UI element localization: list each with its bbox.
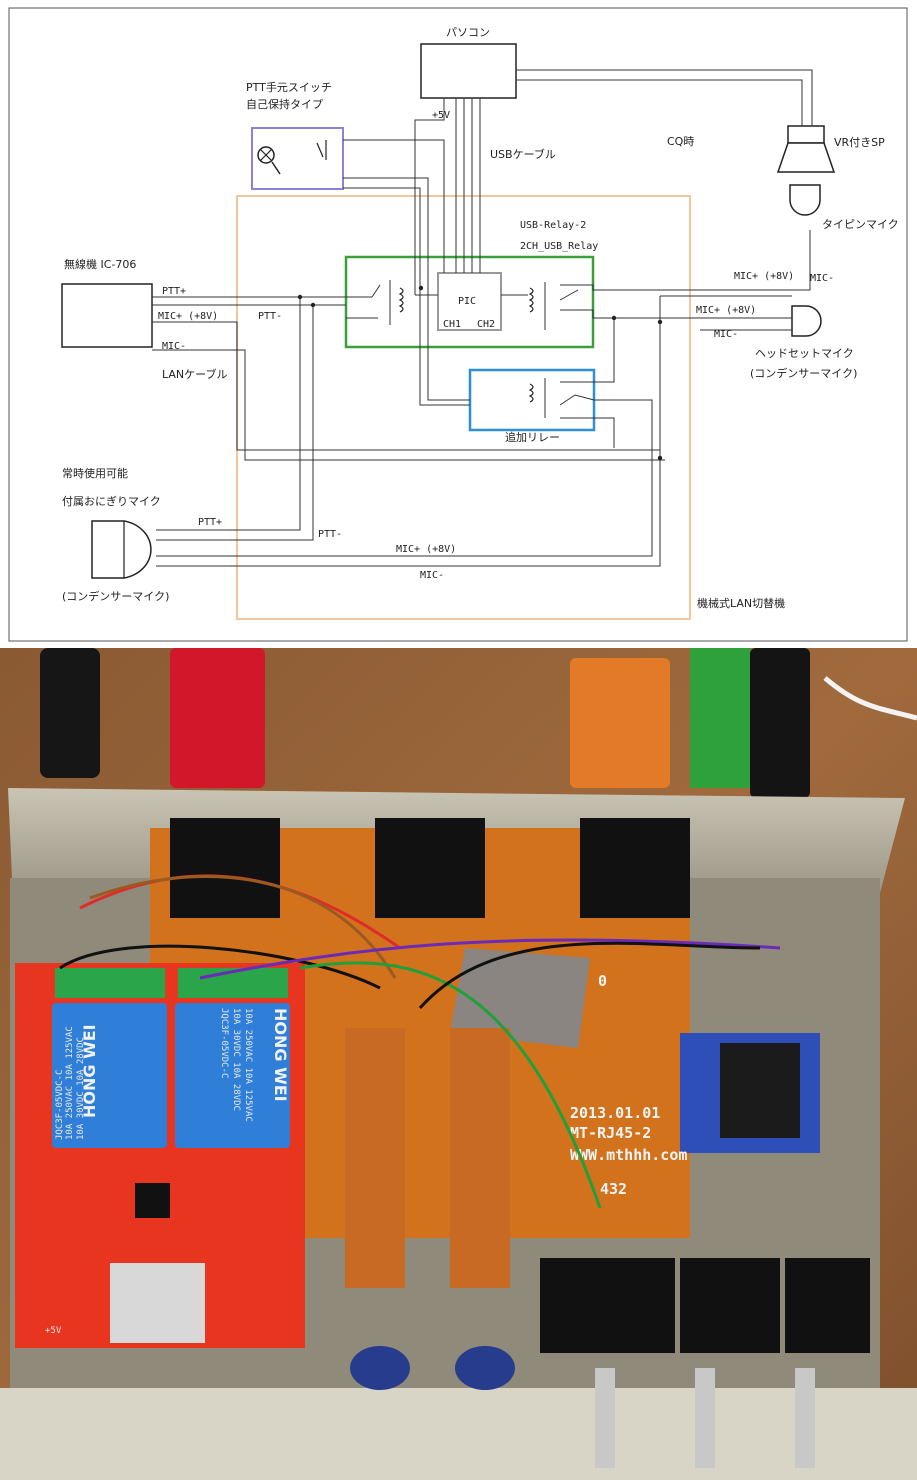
radio-label: 無線機 IC-706 (64, 257, 136, 271)
svg-text:JQC3F-05VDC-C: JQC3F-05VDC-C (55, 1070, 65, 1140)
board-model: MT-RJ45-2 (570, 1124, 651, 1142)
svg-text:10A 250VAC 10A 125VAC: 10A 250VAC 10A 125VAC (65, 1026, 75, 1140)
svg-text:JQC3F-05VDC-C: JQC3F-05VDC-C (219, 1008, 229, 1078)
toggle-lever-2 (695, 1368, 715, 1468)
svg-text:10A 250VAC 10A 125VAC: 10A 250VAC 10A 125VAC (243, 1008, 253, 1122)
vr-speaker-label: VR付きSP (834, 136, 885, 149)
radio-box (61, 283, 153, 348)
mic-plus-label: MIC+ (+8V) (158, 311, 218, 322)
gray-tape (450, 948, 590, 1048)
green-plug (690, 648, 750, 788)
usb-relay-label-2: 2CH_USB_Relay (520, 241, 598, 252)
ptt-minus-bottom: PTT- (318, 529, 342, 540)
board-code: 432 (600, 1180, 627, 1198)
ch2-label: CH2 (477, 319, 495, 330)
wires (152, 69, 813, 567)
junction-dots (297, 285, 663, 461)
pc-box (420, 43, 517, 99)
ptt-plus-bottom: PTT+ (198, 517, 222, 528)
tiepin-mic-icon (789, 184, 821, 216)
mic-plus-bottom: MIC+ (+8V) (396, 544, 456, 555)
toggle-switch-1 (540, 1258, 675, 1353)
ch1-label: CH1 (443, 319, 461, 330)
terminal-block-1 (55, 968, 165, 998)
usb-relay-label-1: USB-Relay-2 (520, 220, 586, 231)
svg-text:HONG WEI: HONG WEI (80, 1024, 99, 1118)
board-date: 2013.01.01 (570, 1104, 660, 1122)
black-plug-right (750, 648, 810, 798)
wiring-diagram: パソコン PTT手元スイッチ 自己保持タイプ +5V USBケーブル CQ時 V… (0, 0, 917, 648)
orange-lan-plug (570, 658, 670, 788)
headset-mic-icon (791, 305, 822, 337)
usb-relay-box (344, 255, 595, 349)
red-lan-plug (170, 648, 265, 788)
blue-knob-1 (350, 1346, 410, 1390)
board-url: WWW.mthhh.com (570, 1146, 687, 1164)
toggle-switch-2 (680, 1258, 780, 1353)
hardware-photo: HONG WEI 10A 250VAC 10A 125VAC 10A 30VDC… (0, 648, 917, 1480)
ptt-switch-label-1: PTT手元スイッチ (246, 80, 332, 94)
relay-2: HONG WEI 10A 250VAC 10A 125VAC 10A 30VDC… (175, 1003, 290, 1148)
ptt-key-icon (257, 146, 281, 175)
onigiri-mic-label: 付属おにぎりマイク (62, 494, 161, 508)
mic-minus-bottom: MIC- (420, 570, 444, 581)
headset-label-2: (コンデンサーマイク) (750, 366, 857, 380)
mic-minus-right-1: MIC- (810, 273, 834, 284)
headset-label-1: ヘッドセットマイク (755, 347, 854, 360)
rj45-socket-2 (375, 818, 485, 918)
lan-cable-label: LANケーブル (162, 367, 227, 381)
toggle-lever-3 (795, 1368, 815, 1468)
toggle-lever-1 (595, 1368, 615, 1468)
always-usable-label: 常時使用可能 (62, 466, 128, 480)
rj45-socket-1 (170, 818, 280, 918)
relay-coils (316, 140, 534, 403)
relay-1: HONG WEI 10A 250VAC 10A 125VAC 10A 30VDC… (52, 1003, 167, 1148)
usb-connector (110, 1263, 205, 1343)
toggle-switch-3 (785, 1258, 870, 1353)
lan-switcher-label: 機械式LAN切替機 (697, 596, 785, 610)
mic-plus-right-2: MIC+ (+8V) (696, 305, 756, 316)
rj45-socket-3 (580, 818, 690, 918)
mic-minus-label: MIC- (162, 341, 186, 352)
audio-jack-1 (345, 1028, 405, 1288)
onigiri-mic-icon (91, 520, 152, 579)
pic-chip (437, 272, 502, 331)
case-front (0, 1388, 917, 1480)
pic-label: PIC (458, 296, 476, 307)
ptt-plus-label: PTT+ (162, 286, 186, 297)
condenser-mic-label: (コンデンサーマイク) (62, 589, 169, 603)
plus5v-label: +5V (432, 110, 450, 121)
svg-text:10A 30VDC 10A 28VDC: 10A 30VDC 10A 28VDC (231, 1008, 241, 1111)
pic-chip-photo (135, 1183, 170, 1218)
cq-label: CQ時 (667, 135, 694, 148)
blue-knob-2 (455, 1346, 515, 1390)
svg-text:HONG WEI: HONG WEI (271, 1008, 290, 1102)
svg-text:10A 30VDC 10A 28VDC: 10A 30VDC 10A 28VDC (76, 1037, 86, 1140)
speaker-icon (776, 125, 836, 173)
ptt-switch-box (251, 127, 344, 190)
added-relay-label: 追加リレー (505, 430, 560, 444)
ptt-minus-label: PTT- (258, 311, 282, 322)
mic-minus-right-2: MIC- (714, 329, 738, 340)
potentiometer-body (720, 1043, 800, 1138)
usb-cable-label: USBケーブル (490, 147, 556, 161)
audio-jack-2 (450, 1028, 510, 1288)
internal-wires (59, 874, 781, 1209)
pcb-5v-label: +5V (45, 1326, 62, 1336)
pc-label: パソコン (446, 26, 490, 39)
mic-plus-right-1: MIC+ (+8V) (734, 271, 794, 282)
tiepin-mic-label: タイピンマイク (822, 218, 899, 231)
black-plug (40, 648, 100, 778)
ptt-switch-label-2: 自己保持タイプ (246, 97, 323, 111)
board-zero: 0 (598, 972, 607, 990)
